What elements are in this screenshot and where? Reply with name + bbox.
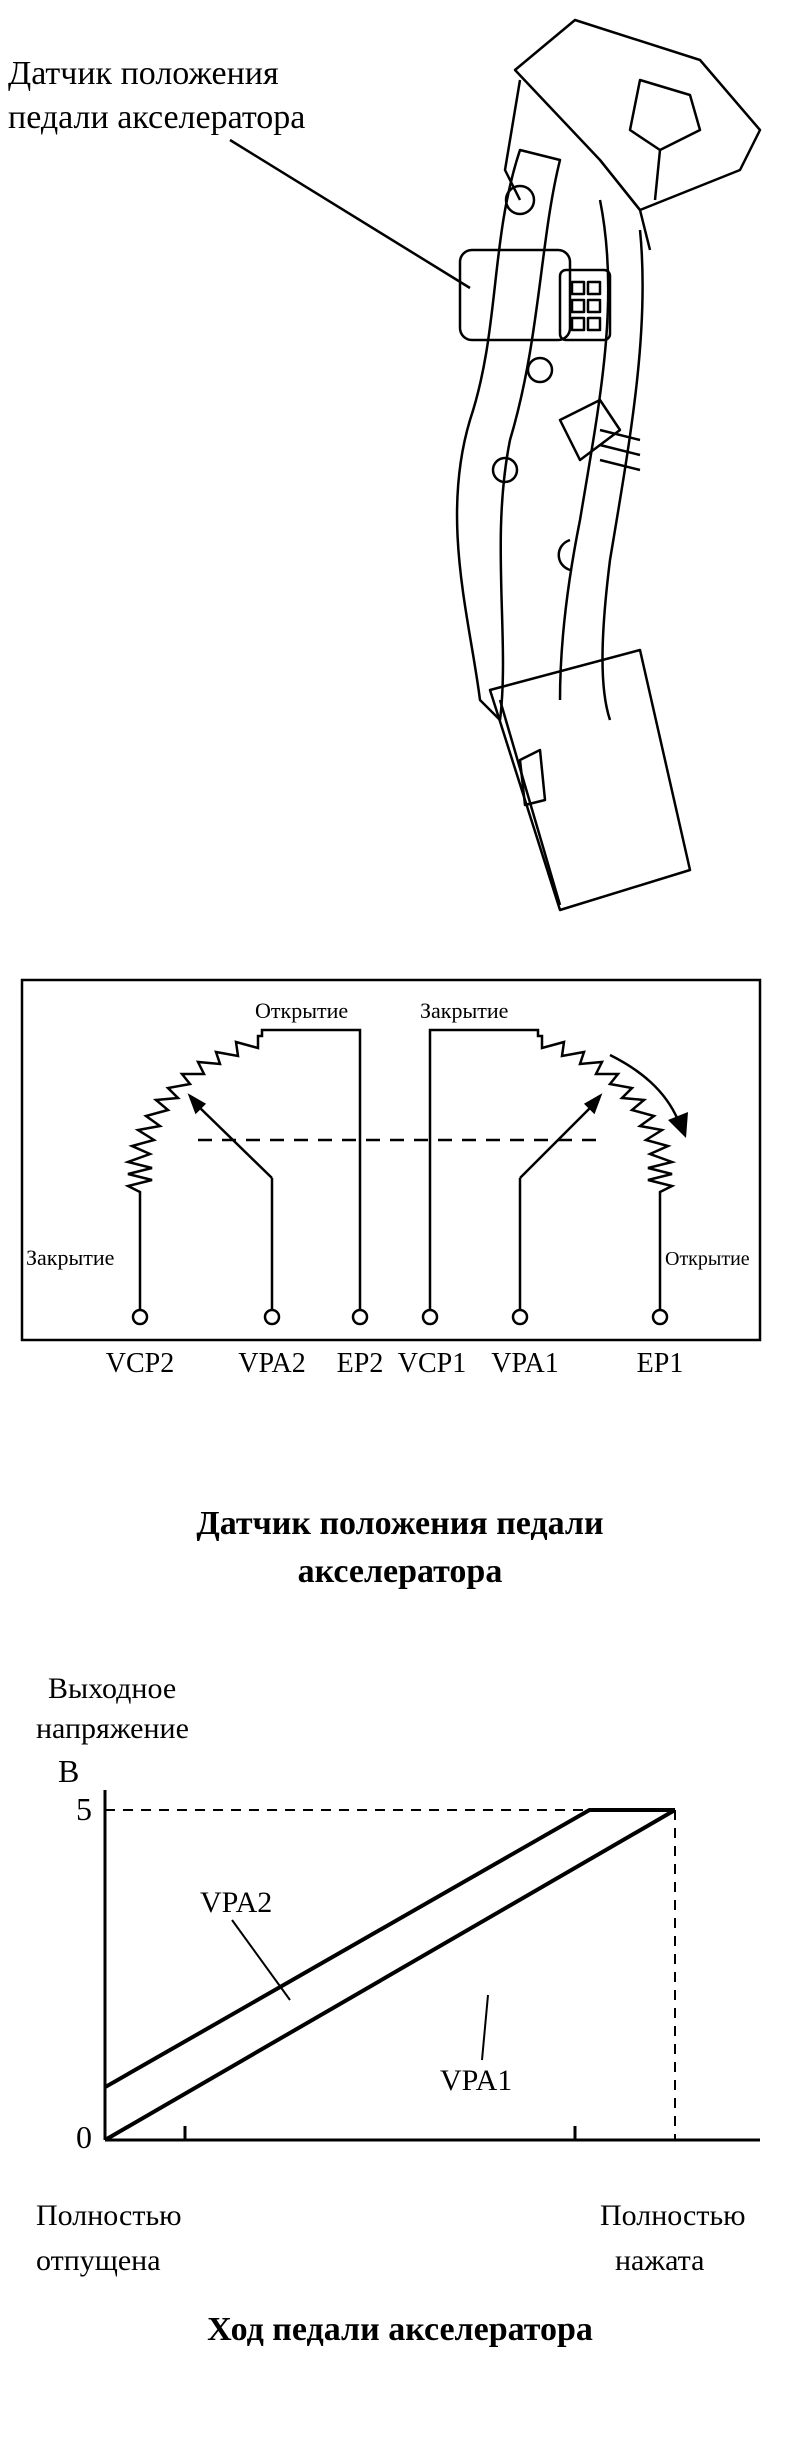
rotation-arrow	[609, 1053, 680, 1121]
terminal-label-ep1: EP1	[637, 1348, 684, 1379]
label-open-right: Открытие	[665, 1248, 750, 1270]
resistor-right	[428, 1028, 677, 1317]
terminal-vcp2	[131, 1308, 149, 1326]
x-label-left-line-2: отпущена	[36, 2244, 161, 2277]
series-line-vpa2	[104, 1808, 675, 2089]
callout-line-1: Датчик положения	[8, 55, 279, 92]
sensor-title: Датчик положения педали акселератора	[0, 1500, 800, 1596]
series-label-vpa1: VPA1	[440, 2064, 512, 2097]
terminal-label-vcp2: VCP2	[106, 1348, 174, 1379]
x-label-left-line-1: Полностью	[36, 2199, 182, 2232]
sensor-connector	[558, 268, 612, 342]
series-label-vpa2: VPA2	[200, 1886, 272, 1919]
resistor-left	[123, 1028, 362, 1317]
terminal-label-vpa2: VPA2	[238, 1348, 305, 1379]
vpa1-leader	[481, 1994, 489, 2061]
mount-bracket	[513, 18, 762, 212]
series-line-vpa1	[103, 1808, 677, 2142]
terminal-label-ep2: EP2	[337, 1348, 384, 1379]
output-voltage-chart: Выходное напряжение В 5 0 Полностью отпу…	[36, 1672, 760, 2348]
y-tick-5: 5	[76, 1791, 92, 1827]
label-open-left: Открытие	[255, 998, 348, 1023]
terminal-vcp1	[421, 1308, 439, 1326]
terminal-ep2	[351, 1308, 369, 1326]
y-axis-label-line-2: напряжение	[36, 1712, 189, 1745]
y-axis-unit: В	[58, 1753, 79, 1789]
y-tick-0: 0	[76, 2119, 92, 2155]
x-label-right-line-2: нажата	[615, 2244, 704, 2277]
circuit-frame	[20, 978, 762, 1342]
accelerator-pedal-illustration	[229, 18, 762, 912]
terminal-vpa1	[511, 1308, 529, 1326]
wiper-right	[519, 1105, 593, 1179]
label-close-right: Закрытие	[420, 998, 508, 1023]
sensor-circuit-diagram: Открытие Закрытие Закрытие Открытие VCP2…	[20, 978, 762, 1379]
y-axis-label-line-1: Выходное	[48, 1672, 176, 1705]
pedal-sensor-callout: Датчик положения педали акселератора	[8, 52, 305, 140]
wiper-left	[197, 1105, 273, 1179]
sensor-title-line-1: Датчик положения педали	[196, 1505, 604, 1542]
label-close-left: Закрытие	[26, 1245, 114, 1270]
pedal-arm	[455, 148, 562, 722]
sensor-title-line-2: акселератора	[297, 1553, 503, 1590]
pedal-pad	[488, 648, 692, 912]
x-label-right-line-1: Полностью	[600, 2199, 746, 2232]
chart-title: Ход педали акселератора	[207, 2311, 593, 2348]
callout-line-2: педали акселератора	[8, 99, 306, 136]
callout-leader-line	[229, 138, 471, 290]
terminal-label-vcp1: VCP1	[398, 1348, 466, 1379]
terminal-ep1	[651, 1308, 669, 1326]
sensor-body	[458, 248, 572, 342]
terminal-label-vpa1: VPA1	[491, 1348, 558, 1379]
terminal-vpa2	[263, 1308, 281, 1326]
vpa2-leader	[231, 1919, 291, 2001]
